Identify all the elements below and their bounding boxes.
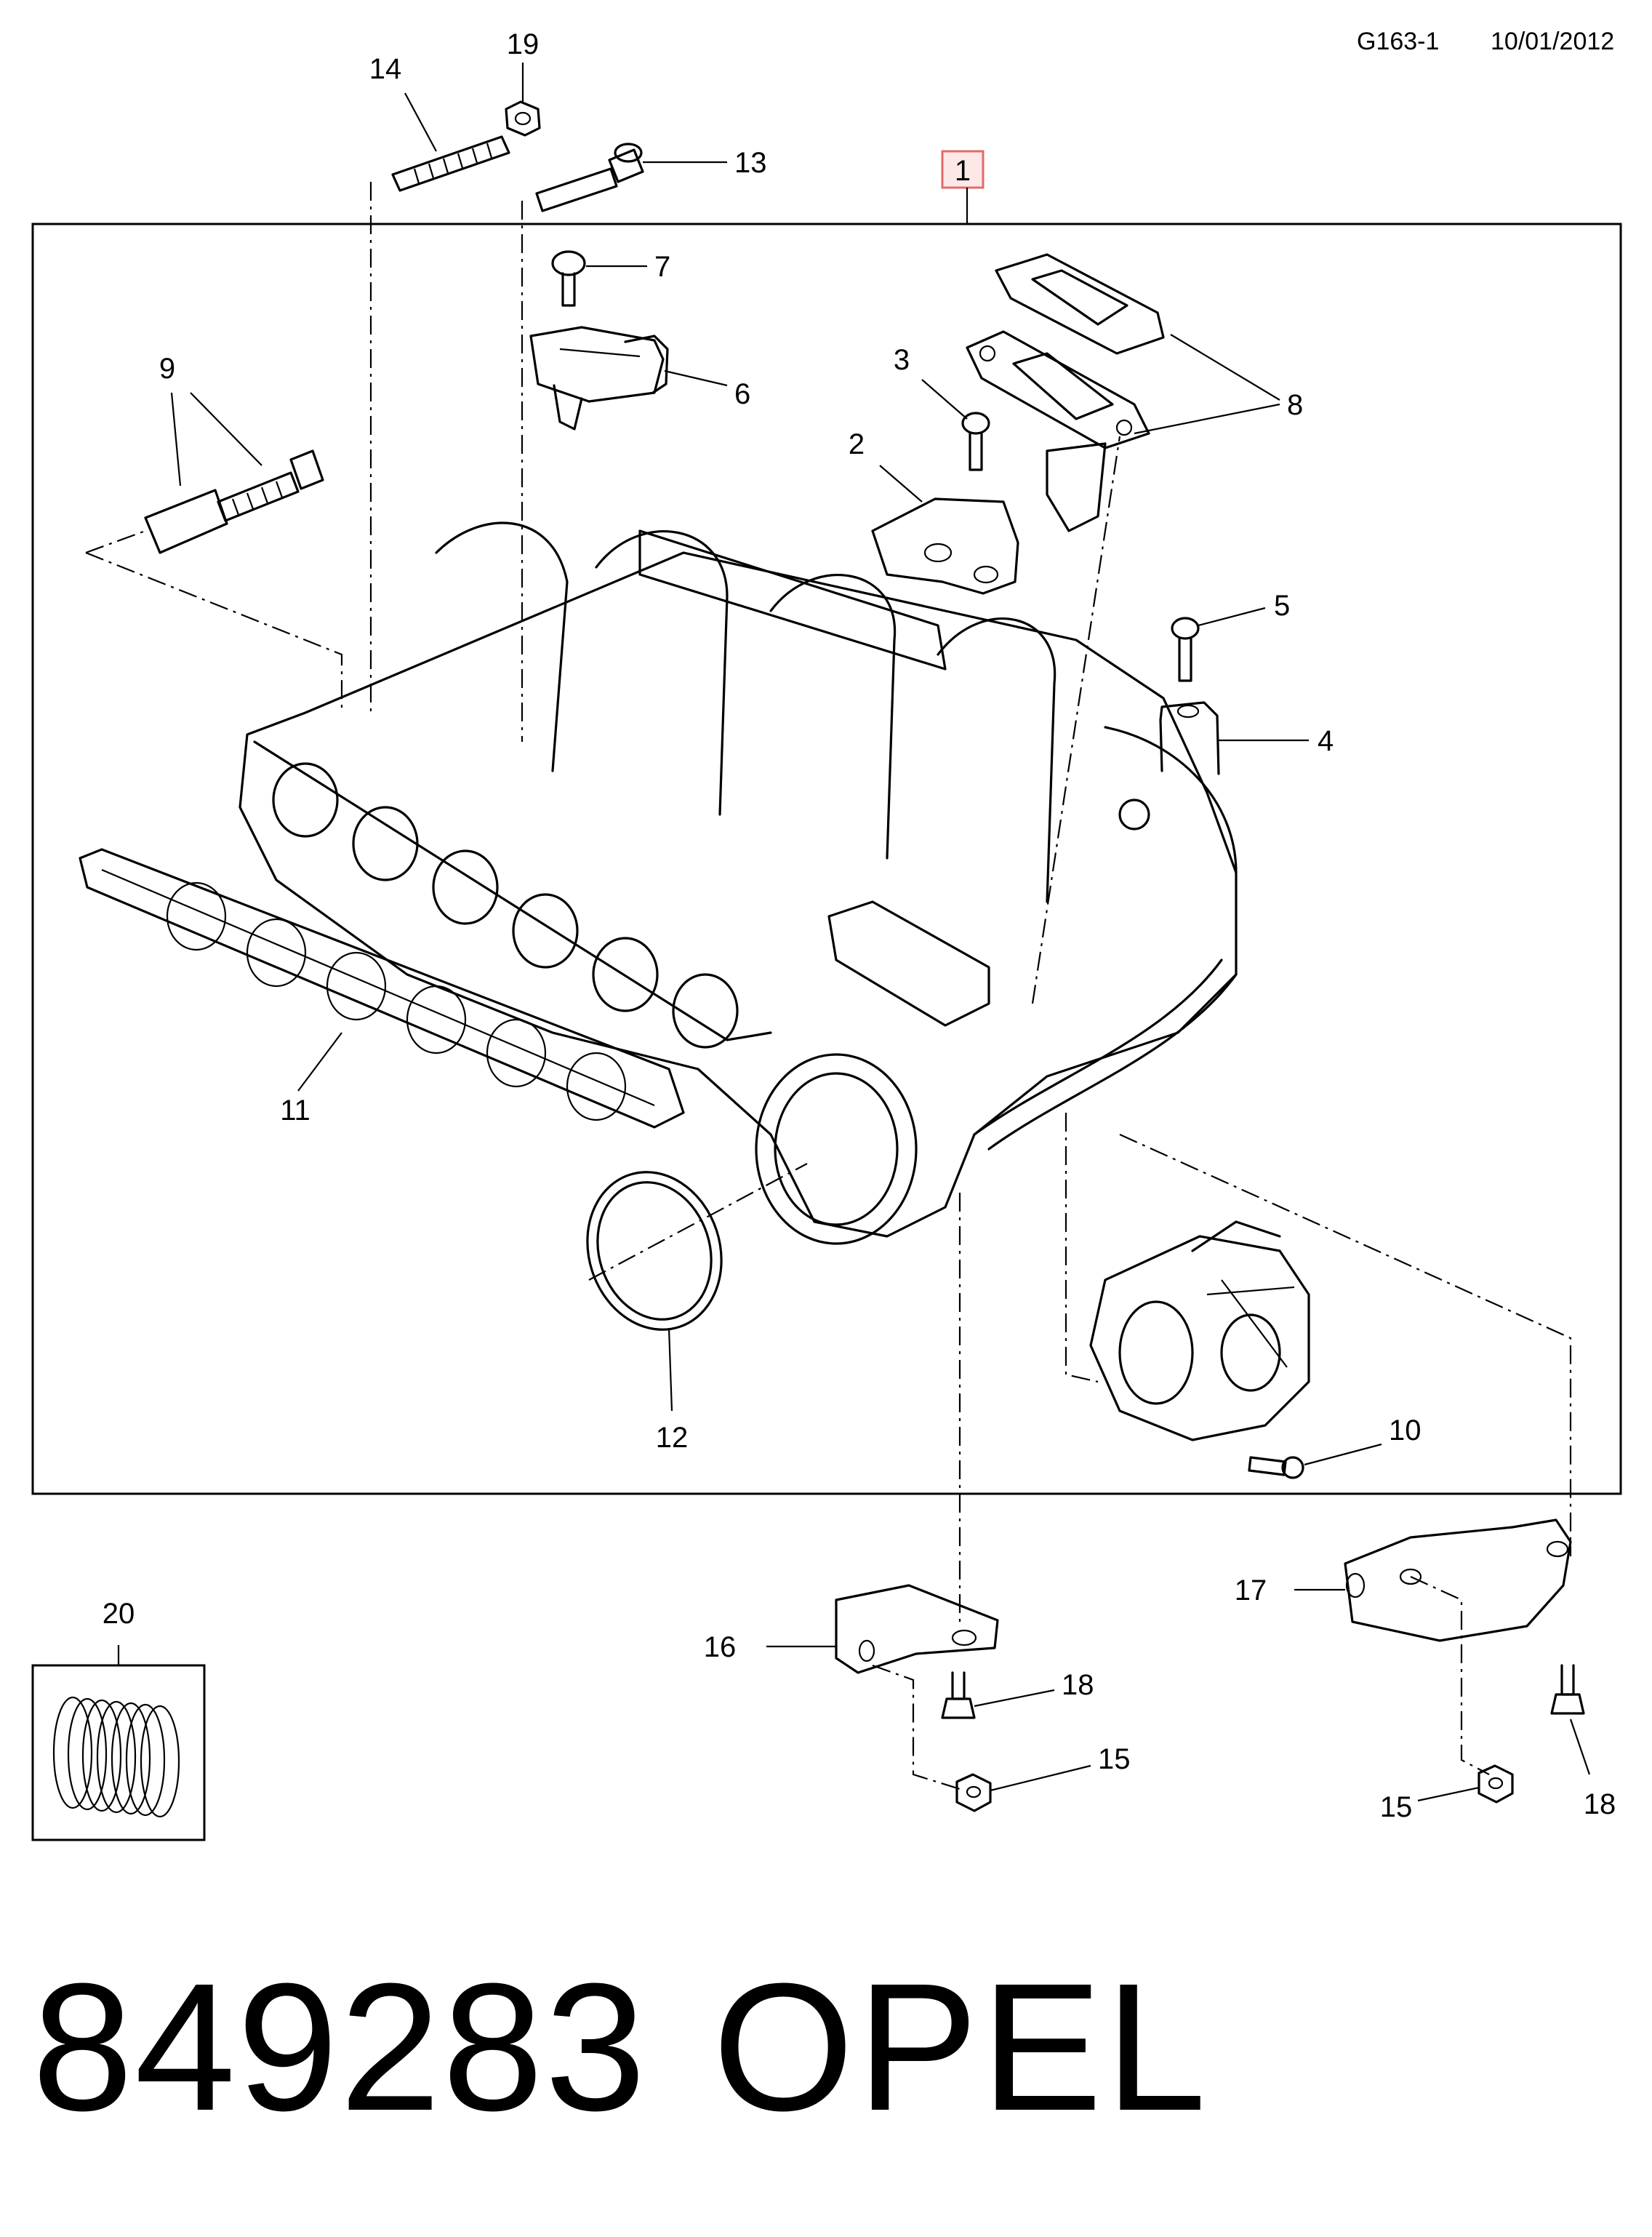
callout-15a: 15 [1098, 1743, 1131, 1775]
callout-14: 14 [369, 53, 402, 85]
part-18-bolt-a [941, 1671, 976, 1719]
callout-14-leader [404, 92, 437, 152]
assembly-line-15b [1410, 1575, 1490, 1775]
callout-9-leader-b [190, 392, 262, 466]
part-19-nut [505, 100, 541, 137]
callout-9-leader-a [170, 392, 182, 487]
drawing-code: G163-1 [1357, 28, 1440, 55]
callout-20: 20 [103, 1598, 135, 1630]
callout-6-leader [664, 369, 728, 387]
callout-15b-leader [1417, 1786, 1480, 1802]
callout-18b: 18 [1584, 1788, 1616, 1820]
assembly-line-10 [1064, 1113, 1099, 1383]
part-2-bracket [871, 497, 1019, 595]
part-18-bolt-b [1550, 1664, 1585, 1715]
part-7-screw [551, 250, 586, 307]
assembly-line-15a [872, 1664, 961, 1790]
callout-12: 12 [656, 1422, 689, 1454]
part-8-gaskets [966, 253, 1165, 532]
callout-10: 10 [1389, 1414, 1422, 1446]
callout-19: 19 [507, 28, 540, 60]
callout-12-leader [667, 1327, 673, 1412]
part-11-manifold-gasket [79, 848, 685, 1129]
callout-8-leader-a [1170, 334, 1280, 401]
footer-part-number: 849283 [32, 1945, 648, 2148]
callout-7: 7 [654, 251, 670, 283]
part-10-throttle-body [1089, 1220, 1310, 1441]
part-13-bolt [535, 143, 644, 212]
callout-4: 4 [1318, 725, 1334, 757]
part-4-clip [1159, 701, 1220, 775]
part-17-bracket [1344, 1518, 1572, 1642]
callout-9: 9 [159, 353, 175, 385]
callout-18a-leader [974, 1689, 1055, 1708]
callout-3: 3 [894, 344, 910, 376]
part-15-nut-a [955, 1773, 992, 1812]
manifold-ports [272, 762, 739, 1049]
throttle-flange [755, 1053, 918, 1245]
part-6-sensor [529, 326, 669, 431]
assembly-line-17 [1119, 1133, 1572, 1556]
callout-17: 17 [1235, 1574, 1267, 1606]
callout-8: 8 [1287, 389, 1303, 421]
callout-8-leader-b [1134, 403, 1280, 435]
callout-18b-leader [1569, 1718, 1591, 1775]
callout-5: 5 [1274, 590, 1290, 622]
part-16-bracket [835, 1584, 999, 1674]
assembly-line-8 [1031, 436, 1121, 1004]
part-14-stud [391, 135, 510, 192]
drawing-date: 10/01/2012 [1491, 28, 1615, 55]
callout-3-leader [921, 379, 968, 420]
footer-brand: OPEL [713, 1945, 1209, 2148]
part-20-hose-clip [52, 1696, 180, 1818]
part-9-stud [144, 449, 324, 554]
part-15-nut-b [1477, 1764, 1514, 1804]
callout-2-leader [879, 465, 923, 503]
part-10-screw [1248, 1456, 1304, 1479]
callout-5-leader [1198, 607, 1266, 627]
callout-2: 2 [849, 428, 865, 460]
part-5-screw [1171, 617, 1200, 682]
part-12-throttle-seal [586, 1171, 723, 1331]
callout-15a-leader [990, 1764, 1091, 1792]
assembly-line-9 [85, 529, 343, 713]
callout-13: 13 [734, 147, 767, 179]
callout-6: 6 [734, 378, 750, 410]
callout-1-box [941, 150, 985, 189]
assembly-line-12 [588, 1163, 808, 1281]
assembly-frame [31, 223, 1622, 1495]
callout-18a: 18 [1062, 1669, 1094, 1701]
callout-11: 11 [280, 1095, 310, 1126]
intake-manifold [238, 521, 1238, 1245]
callout-1: 1 [955, 155, 971, 187]
callout-15b: 15 [1380, 1791, 1413, 1823]
callout-16: 16 [704, 1631, 737, 1663]
part-3-screw [961, 412, 990, 471]
callout-11-leader [297, 1032, 342, 1092]
callout-10-leader [1304, 1443, 1382, 1466]
